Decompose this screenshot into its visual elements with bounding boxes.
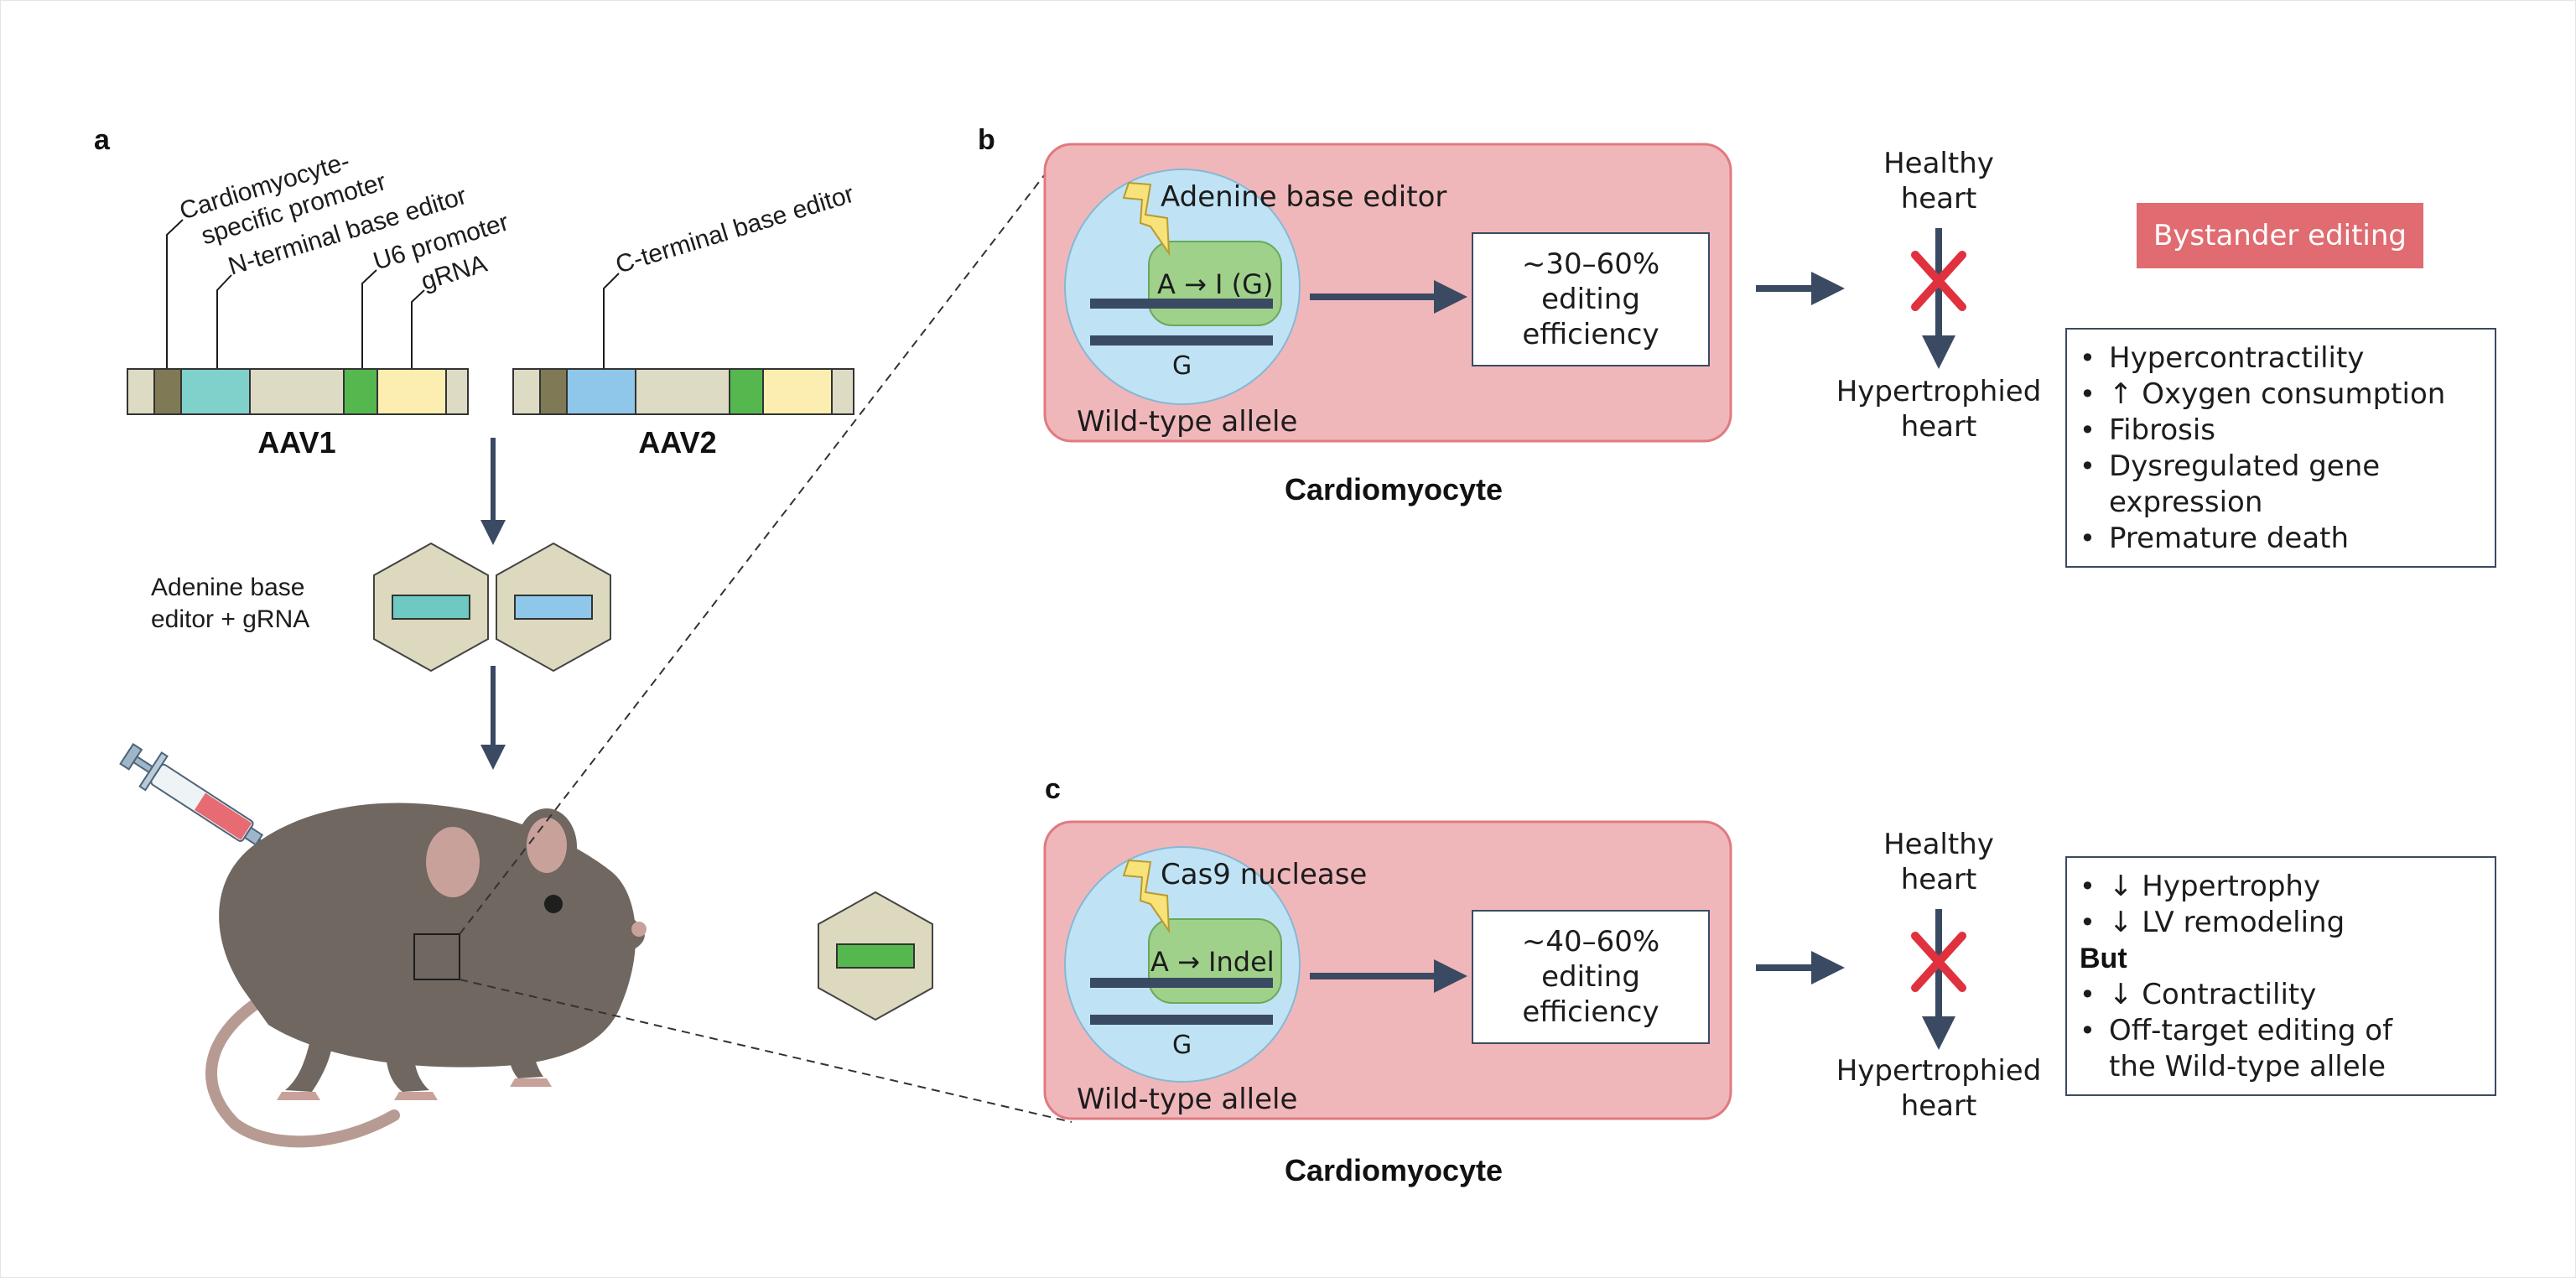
- healthy-c-line1: Healthy: [1883, 828, 1994, 861]
- bystander-badge-text: Bystander editing: [2153, 219, 2407, 252]
- healthy-c-line2: heart: [1901, 863, 1977, 896]
- capsid-label-line1: Adenine base: [151, 574, 305, 601]
- capsid-icon-cas9: [818, 891, 933, 1021]
- efficiency-b-line3: efficiency: [1522, 318, 1659, 351]
- cardiomyocyte-cell-c: [1043, 820, 1732, 1120]
- lightning-icon: [1122, 181, 1171, 257]
- hypertrophied-b-line2: heart: [1901, 410, 1977, 444]
- edit-label-b: A → I (G): [1157, 268, 1273, 300]
- efficiency-box-c: ~40–60% editing efficiency: [1472, 910, 1710, 1044]
- panel-label-c: c: [1045, 773, 1061, 805]
- outcome-c-1: ↓ Hypertrophy: [2109, 870, 2320, 903]
- aav2-label: AAV2: [638, 425, 716, 460]
- svg-text:•: •: [2080, 870, 2096, 902]
- cardiomyocyte-cell-b: [1043, 143, 1732, 443]
- efficiency-box-b: ~30–60% editing efficiency: [1472, 232, 1710, 366]
- outcome-c-4-cont: the Wild-type allele: [2109, 1050, 2386, 1083]
- aav1-construct: [127, 368, 469, 415]
- outcome-c-3: ↓ Contractility: [2109, 978, 2316, 1011]
- outcome-b-5: Premature death: [2109, 522, 2349, 555]
- outcome-b-4: Dysregulated gene: [2109, 449, 2380, 483]
- healthy-b-line1: Healthy: [1883, 147, 1994, 180]
- panel-label-b: b: [978, 124, 995, 156]
- aav1-label: AAV1: [257, 425, 335, 460]
- strand-base-b: G: [1172, 351, 1192, 381]
- lightning-icon-c: [1122, 859, 1171, 934]
- strand-base-c: G: [1172, 1031, 1192, 1060]
- efficiency-c-line3: efficiency: [1522, 995, 1659, 1029]
- syringe-icon: [119, 742, 300, 867]
- svg-text:•: •: [2080, 414, 2096, 446]
- outcomes-box-b: • Hypercontractility • ↑ Oxygen consumpt…: [2065, 328, 2496, 568]
- svg-text:•: •: [2080, 450, 2096, 482]
- hypertrophied-b-line1: Hypertrophied: [1836, 375, 2042, 408]
- outcome-b-3: Fibrosis: [2109, 413, 2215, 447]
- svg-text:•: •: [2080, 1015, 2096, 1047]
- aav2-construct: [512, 368, 854, 415]
- efficiency-c-line2: editing: [1541, 960, 1640, 994]
- svg-text:•: •: [2080, 378, 2096, 410]
- edit-label-c: A → Indel: [1150, 946, 1275, 978]
- svg-text:•: •: [2080, 979, 2096, 1010]
- zoom-line-to-b: [459, 174, 1046, 935]
- red-cross-icon-c: [1911, 932, 1966, 992]
- red-cross-icon: [1911, 251, 1966, 311]
- healthy-b-line2: heart: [1901, 182, 1977, 216]
- panel-label-a: a: [94, 124, 111, 156]
- vector-leader-lines: [166, 219, 620, 369]
- efficiency-b-line1: ~30–60%: [1522, 247, 1659, 281]
- outcome-c-4: Off-target editing of: [2109, 1014, 2393, 1047]
- outcome-c-2: ↓ LV remodeling: [2109, 906, 2345, 939]
- allele-label-b: Wild-type allele: [1077, 405, 1297, 439]
- svg-text:•: •: [2080, 907, 2096, 938]
- heart-region-box: [413, 933, 460, 980]
- efficiency-c-line1: ~40–60%: [1522, 925, 1659, 958]
- outcome-b-2: ↑ Oxygen consumption: [2109, 377, 2445, 411]
- hypertrophied-c-line2: heart: [1901, 1089, 1977, 1123]
- outcome-c-but: But: [2080, 943, 2127, 974]
- capsid-label-line2: editor + gRNA: [151, 605, 309, 633]
- cell-label-b: Cardiomyocyte: [1285, 472, 1503, 507]
- editor-label-b: Adenine base editor: [1161, 180, 1446, 214]
- bystander-badge: Bystander editing: [2137, 203, 2423, 268]
- editor-label-c: Cas9 nuclease: [1161, 858, 1367, 891]
- efficiency-b-line2: editing: [1541, 283, 1640, 316]
- mouse-icon: [205, 803, 647, 1148]
- outcomes-box-c: • ↓ Hypertrophy • ↓ LV remodeling But • …: [2065, 856, 2496, 1096]
- svg-text:•: •: [2080, 342, 2096, 374]
- outcome-b-4-cont: expression: [2109, 486, 2262, 519]
- allele-label-c: Wild-type allele: [1077, 1083, 1297, 1116]
- capsid-icon: [373, 542, 611, 673]
- svg-text:•: •: [2080, 522, 2096, 554]
- hypertrophied-c-line1: Hypertrophied: [1836, 1054, 2042, 1088]
- cell-label-c: Cardiomyocyte: [1285, 1153, 1503, 1187]
- outcome-b-1: Hypercontractility: [2109, 341, 2364, 375]
- zoom-line-to-c: [459, 979, 1072, 1123]
